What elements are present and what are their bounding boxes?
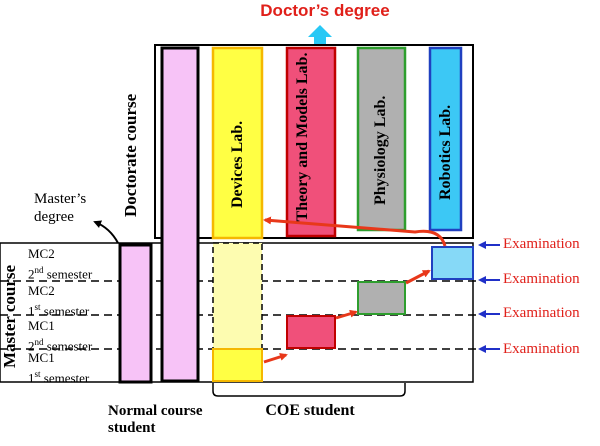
masters-degree-label: Master’s degree [34, 191, 87, 225]
lab-robotics-box [428, 46, 463, 232]
examination-label-1: Examination [503, 236, 580, 252]
progress-arrow-2 [335, 309, 358, 320]
semester-name-2: 1st semester [28, 302, 90, 319]
semester-label-1: MC2 2nd semester [28, 246, 92, 282]
progress-arrow-3 [405, 269, 431, 285]
lab-robotics-label: Robotics Lab. [437, 104, 454, 200]
master-course-label: Master course [0, 264, 19, 368]
normal-course-bar [118, 243, 153, 384]
coe-brace [212, 383, 406, 397]
doctorate-course-label: Doctorate course [121, 93, 140, 217]
semester-course-3: MC1 [28, 318, 55, 333]
examination-label-4: Examination [503, 341, 580, 357]
examination-label-2: Examination [503, 271, 580, 287]
semester-label-4: MC1 1st semester [28, 350, 89, 386]
lab-theory-label: Theory and Models Lab. [294, 52, 311, 222]
coe-student-label: COE student [265, 402, 355, 419]
progress-arrow-4 [263, 216, 447, 247]
devices-mc1-1st-box [212, 348, 263, 382]
semester-course-4: MC1 [28, 350, 55, 365]
semester-label-3: MC1 2nd semester [28, 318, 92, 354]
lab-devices-label: Devices Lab. [229, 120, 246, 208]
semester-name-3: 2nd semester [28, 337, 93, 354]
robotics-mc2-2nd-box [431, 246, 474, 280]
semester-label-2: MC2 1st semester [28, 283, 89, 319]
lab-theory-box [285, 46, 337, 238]
theory-mc1-2nd-box [286, 315, 336, 349]
masters-degree-arrow [93, 220, 119, 244]
semester-course-2: MC2 [28, 283, 55, 298]
page-title: Doctor’s degree [260, 1, 390, 20]
normal-doctorate-bar [160, 46, 200, 383]
lab-devices-box [211, 46, 264, 240]
semester-course-1: MC2 [28, 246, 55, 261]
lab-physiology-label: Physiology Lab. [372, 95, 389, 205]
semester-name-4: 1st semester [28, 369, 90, 386]
semester-name-1: 2nd semester [28, 265, 93, 282]
devices-master-span [212, 242, 263, 350]
normal-course-label: Normal course student [108, 403, 203, 436]
progress-arrow-1 [263, 353, 288, 364]
physiology-mc2-1st-box [357, 281, 406, 315]
examination-label-3: Examination [503, 305, 580, 321]
